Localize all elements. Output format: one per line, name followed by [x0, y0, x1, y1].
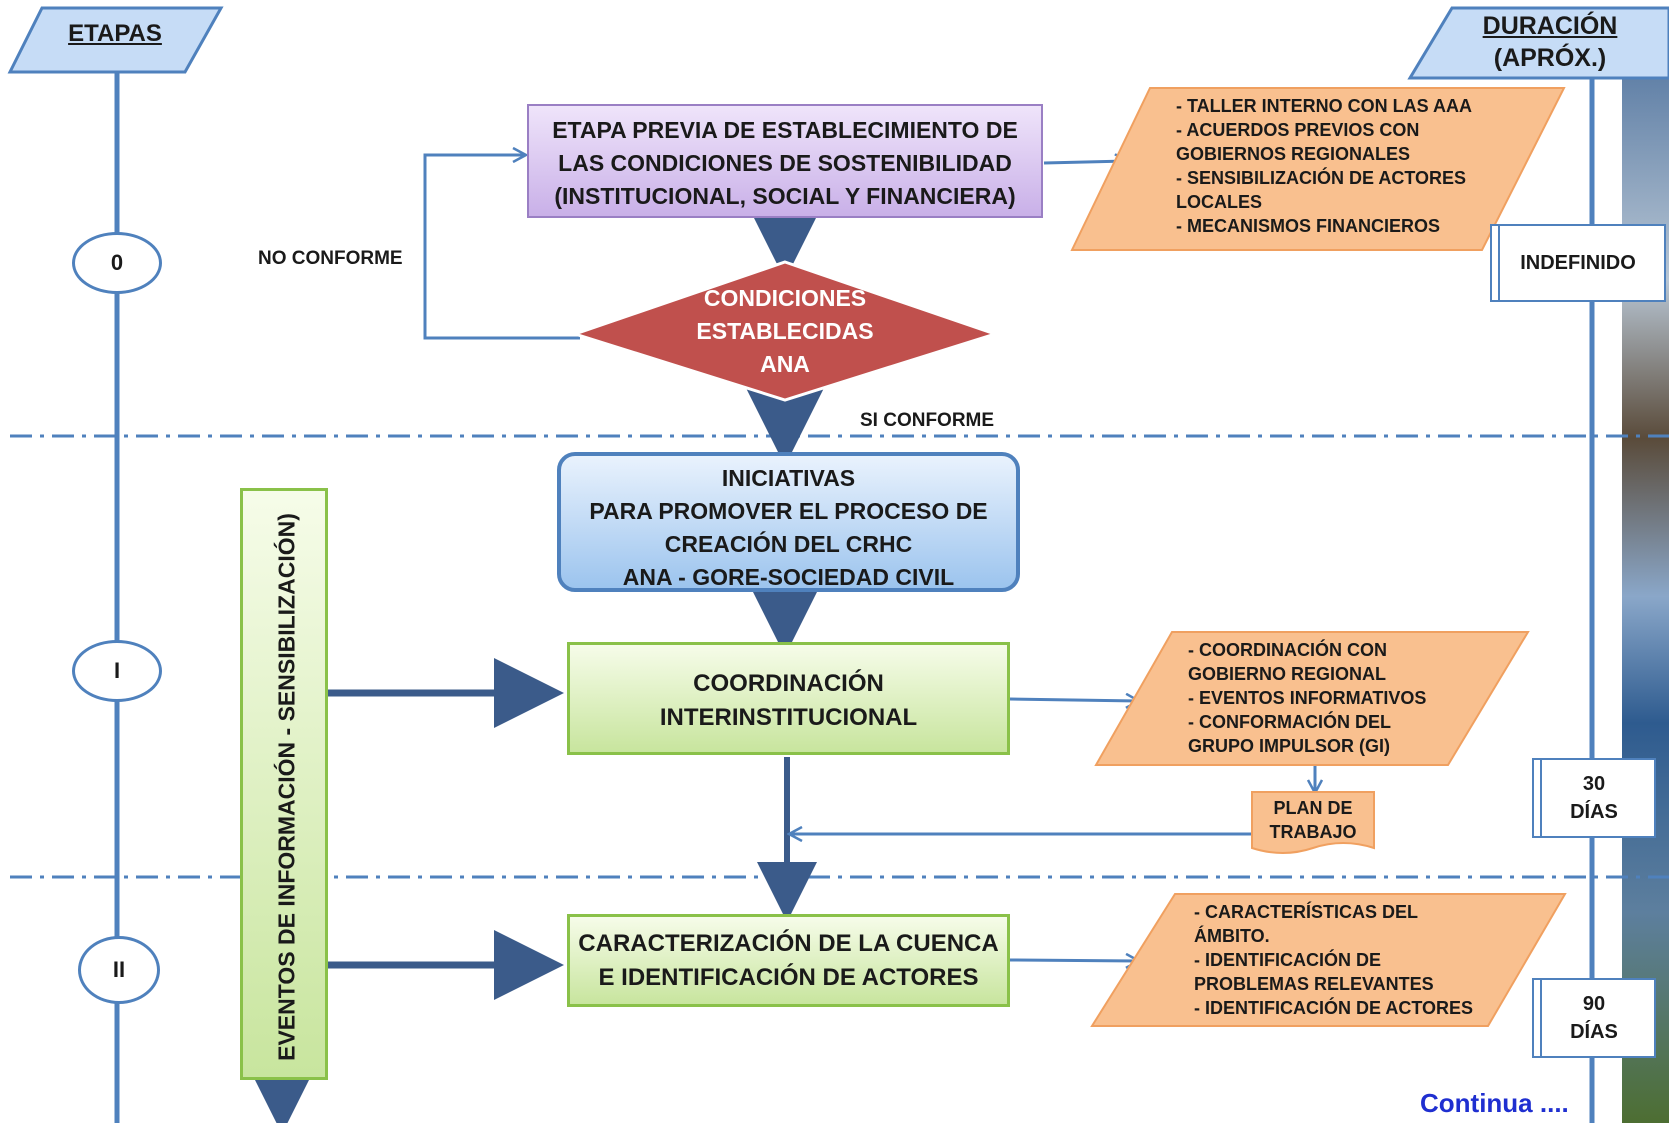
si-conforme-label: SI CONFORME: [860, 410, 995, 431]
no-conforme-label: NO CONFORME: [258, 248, 403, 269]
etapas-header-shape: [7, 6, 224, 74]
duration-30-dias: 30 DÍAS: [1532, 758, 1656, 838]
plan-trabajo-shape: [1251, 791, 1375, 854]
decision-text: CONDICIONES ESTABLECIDAS ANA: [696, 285, 874, 377]
iniciativas-box: INICIATIVAS PARA PROMOVER EL PROCESO DE …: [557, 452, 1020, 592]
note-1-text: - COORDINACIÓN CON GOBIERNO REGIONAL - E…: [1188, 640, 1427, 756]
continua-link[interactable]: Continua ....: [1420, 1088, 1569, 1118]
duration-indefinido-text: INDEFINIDO: [1520, 251, 1636, 274]
stage-1-circle: I: [72, 640, 162, 702]
decision-diamond: [570, 260, 1000, 402]
no-conforme-loop: [423, 155, 580, 340]
etapa-previa-box: ETAPA PREVIA DE ESTABLECIMIENTO DE LAS C…: [527, 104, 1043, 218]
arrow-to-note-2: [1009, 960, 1138, 961]
note-2-shape: [1090, 893, 1567, 1027]
eventos-bar: EVENTOS DE INFORMACIÓN - SENSIBILIZACIÓN…: [240, 488, 328, 1080]
caracterizacion-box: CARACTERIZACIÓN DE LA CUENCA E IDENTIFIC…: [567, 914, 1010, 1007]
arrow-to-note-0: [1043, 161, 1127, 163]
stage-2-circle: II: [78, 936, 160, 1004]
eventos-label: EVENTOS DE INFORMACIÓN - SENSIBILIZACIÓN…: [273, 513, 300, 1061]
duration-90-dias: 90 DÍAS: [1532, 978, 1656, 1058]
duracion-subtitle: (APRÓX.): [1493, 44, 1607, 72]
arrow-to-note-1: [1009, 699, 1138, 701]
plan-trabajo-text: PLAN DE TRABAJO: [1269, 798, 1357, 842]
note-2-text: - CARACTERÍSTICAS DEL ÁMBITO. - IDENTIFI…: [1194, 902, 1474, 1018]
note-1-shape: [1094, 631, 1530, 766]
duration-indefinido: INDEFINIDO: [1490, 224, 1666, 302]
note-0-text: - TALLER INTERNO CON LAS AAA - ACUERDOS …: [1176, 96, 1472, 236]
etapas-label: ETAPAS: [68, 20, 162, 47]
note-0-shape: [1070, 87, 1566, 251]
coordinacion-box: COORDINACIÓN INTERINSTITUCIONAL: [567, 642, 1010, 755]
duracion-label: DURACIÓN (APRÓX.): [1460, 10, 1640, 74]
duracion-title: DURACIÓN: [1482, 12, 1618, 40]
stage-0-circle: 0: [72, 232, 162, 294]
duracion-header-shape: [1407, 6, 1669, 80]
